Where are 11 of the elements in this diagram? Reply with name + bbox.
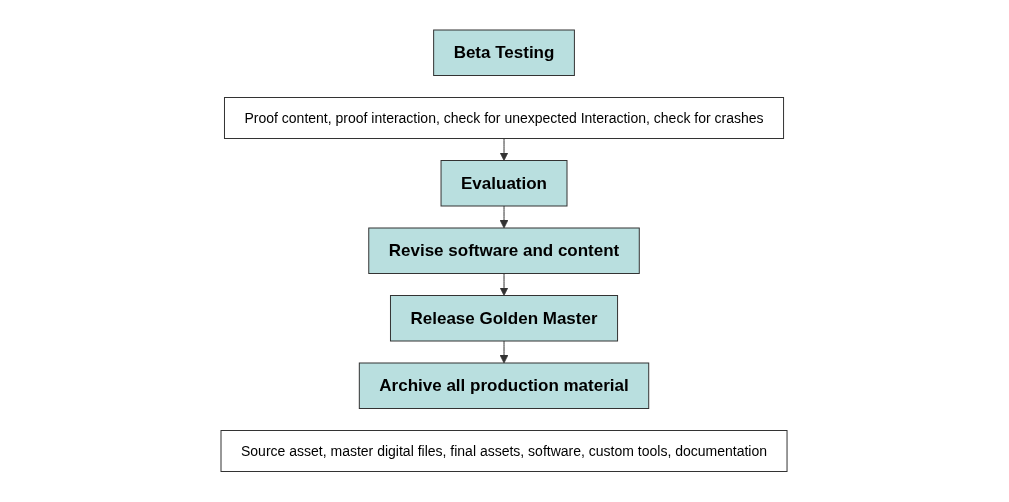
node-box: Archive all production material — [359, 362, 650, 410]
arrow — [500, 205, 509, 229]
arrow — [500, 273, 509, 297]
node-box: Beta Testing — [433, 29, 576, 77]
arrow — [500, 138, 509, 162]
node-box: Release Golden Master — [390, 295, 619, 342]
node-box: Proof content, proof interaction, check for unexpected Interaction, check for crashes — [224, 97, 785, 140]
node-box: Revise software and content — [368, 227, 641, 275]
node-box: Source asset, master digital files, final assets, software, custom tools, documentation — [221, 430, 788, 473]
arrow — [500, 340, 509, 364]
node-box: Evaluation — [441, 160, 568, 207]
